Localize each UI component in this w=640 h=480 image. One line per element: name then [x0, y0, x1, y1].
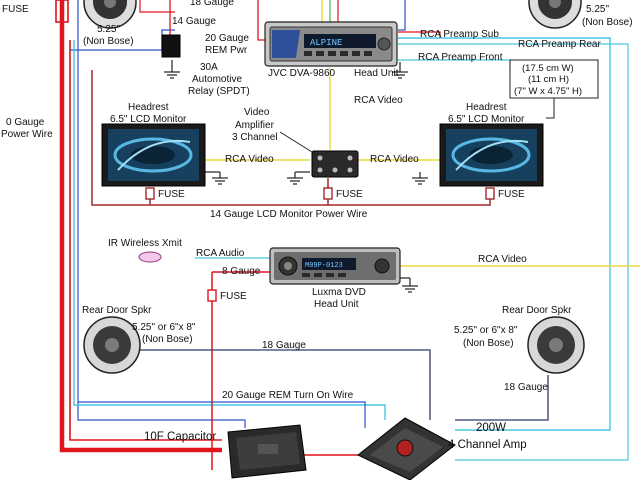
fuse-right-label: FUSE: [498, 189, 525, 200]
fuse-top: [55, 0, 69, 23]
video-amp-label-2: Amplifier: [235, 120, 275, 131]
ground-symbol-video-amp: [287, 171, 310, 185]
ir-wireless-transmitter: [138, 251, 162, 263]
ir-xmit-label: IR Wireless Xmit: [108, 238, 182, 249]
rca-video-left-label: RCA Video: [225, 154, 274, 165]
fuse-video-amp: [323, 187, 333, 200]
power-wire-main: [59, 0, 222, 453]
fuse-left-monitor: [145, 187, 155, 200]
speaker-tl-type: (Non Bose): [83, 36, 134, 47]
video-amplifier: [311, 150, 359, 178]
rem-turn-on-wire: [78, 401, 366, 428]
ground-symbol-dvd: [400, 277, 418, 293]
rca-wire-right-2: [398, 43, 629, 461]
speaker-rear-right: [527, 316, 585, 374]
gauge20-top-label: 20 Gauge: [205, 33, 249, 44]
gauge18-top-label: 18 Gauge: [190, 0, 234, 8]
head-unit-power: [257, 0, 265, 41]
rem-pwr-label: REM Pwr: [205, 45, 248, 56]
four-channel-amp: [357, 417, 456, 480]
rca-video-dvd-label: RCA Video: [478, 254, 527, 265]
video-amp-label-3: 3 Channel: [232, 132, 278, 143]
rear-spk-right-label-2: 5.25" or 6"x 8": [454, 325, 518, 336]
gauge8-label: 8 Gauge: [222, 266, 261, 277]
rear-spk-right-label-3: (Non Bose): [463, 338, 514, 349]
headrest-monitor-right: [439, 123, 544, 187]
dvd-name-label-1: Luxma DVD: [312, 287, 366, 298]
video-amp-pointer: [279, 131, 313, 153]
rca-wire-sub: [398, 31, 441, 38]
headrest-right-label-2: 6.5" LCD Monitor: [448, 114, 525, 125]
lcd-power-wire-label: 14 Gauge LCD Monitor Power Wire: [210, 209, 368, 220]
relay-amp-label: 30A: [200, 62, 218, 73]
jvc-head-unit: ALPINE: [264, 21, 398, 67]
speaker-tl-size: 5.25": [97, 24, 120, 35]
rear-spk-right-wire: [455, 375, 549, 421]
rear-spk-left-label-3: (Non Bose): [142, 334, 193, 345]
rca-preamp-sub-label: RCA Preamp Sub: [420, 29, 499, 40]
head-unit-screen: ALPINE: [310, 38, 342, 48]
dimension-width: (17.5 cm W): [522, 63, 574, 74]
amp-label-1: 200W: [476, 422, 506, 434]
dvd-screen: M09P-0123: [305, 262, 343, 270]
capacitor: [227, 424, 307, 479]
headrest-left-label-1: Headrest: [128, 102, 169, 113]
fuse-mid-label: FUSE: [336, 189, 363, 200]
top-wire-speaker: [139, 0, 175, 13]
rear-spk-right-label-1: Rear Door Spkr: [502, 305, 572, 316]
rear-spk-left-label-2: 5.25" or 6"x 8": [132, 322, 196, 333]
dimensions-box: [509, 59, 599, 99]
luxma-dvd-head-unit: M09P-0123: [269, 247, 401, 285]
rear-spk-left-wire: [140, 349, 431, 420]
gauge14-top-label: 14 Gauge: [172, 16, 216, 27]
dimension-height: (11 cm H): [528, 74, 569, 85]
rca-preamp-front-label: RCA Preamp Front: [418, 52, 503, 63]
ground-symbol-relay: [164, 60, 180, 79]
speaker-tr-type: (Non Bose): [582, 17, 633, 28]
speaker-rear-left: [83, 316, 141, 374]
relay-name-2: Relay (SPDT): [188, 86, 250, 97]
fuse-dvd-label: FUSE: [220, 291, 247, 302]
dimension-arrow: [546, 98, 555, 119]
speaker-top-left: [83, 0, 137, 29]
rca-wire-left: [73, 40, 386, 420]
rca-wire-right-1: [398, 37, 611, 431]
rca-preamp-rear-label: RCA Preamp Rear: [518, 39, 601, 50]
fuse-right-monitor: [485, 187, 495, 200]
capacitor-label: 10F Capacitor: [144, 431, 216, 443]
amp-label-2: 4 Channel Amp: [448, 439, 527, 451]
speaker-top-right: [528, 0, 582, 29]
rca-video-top-label: RCA Video: [354, 95, 403, 106]
fuse-top-label: FUSE: [2, 4, 29, 15]
power-wire-main-inner: [69, 40, 222, 441]
headrest-left-label-2: 6.5" LCD Monitor: [110, 114, 187, 125]
rca-video-right-label: RCA Video: [370, 154, 419, 165]
rem-turn-on-label: 20 Gauge REM Turn On Wire: [222, 390, 354, 401]
rca-audio-label: RCA Audio: [196, 248, 245, 259]
ground-symbol-right-monitor: [412, 172, 428, 185]
power-wire-label-2: Power Wire: [1, 129, 53, 140]
automotive-relay: [161, 34, 181, 58]
power-wire-label-1: 0 Gauge: [6, 117, 45, 128]
gauge18-mid-label: 18 Gauge: [262, 340, 306, 351]
dvd-name-label-2: Head Unit: [314, 299, 359, 310]
video-amp-label-1: Video: [244, 107, 270, 118]
top-wire-blue2: [398, 0, 406, 31]
fuse-left-label: FUSE: [158, 189, 185, 200]
speaker-tr-size: 5.25": [586, 4, 609, 15]
head-unit-label: Head Unit: [354, 68, 399, 79]
relay-name-1: Automotive: [192, 74, 242, 85]
dimension-inches: (7" W x 4.75" H): [514, 86, 582, 97]
fuse-dvd: [207, 289, 217, 302]
ground-symbol-head-unit: [392, 62, 408, 79]
headrest-right-label-1: Headrest: [466, 102, 507, 113]
remote-wire-left: [77, 0, 246, 428]
ground-symbol-left-monitor: [205, 171, 228, 185]
headrest-monitor-left: [101, 123, 206, 187]
gauge18-right-label: 18 Gauge: [504, 382, 548, 393]
rear-spk-left-label-1: Rear Door Spkr: [82, 305, 152, 316]
head-unit-model-label: JVC DVA-9860: [268, 68, 336, 79]
